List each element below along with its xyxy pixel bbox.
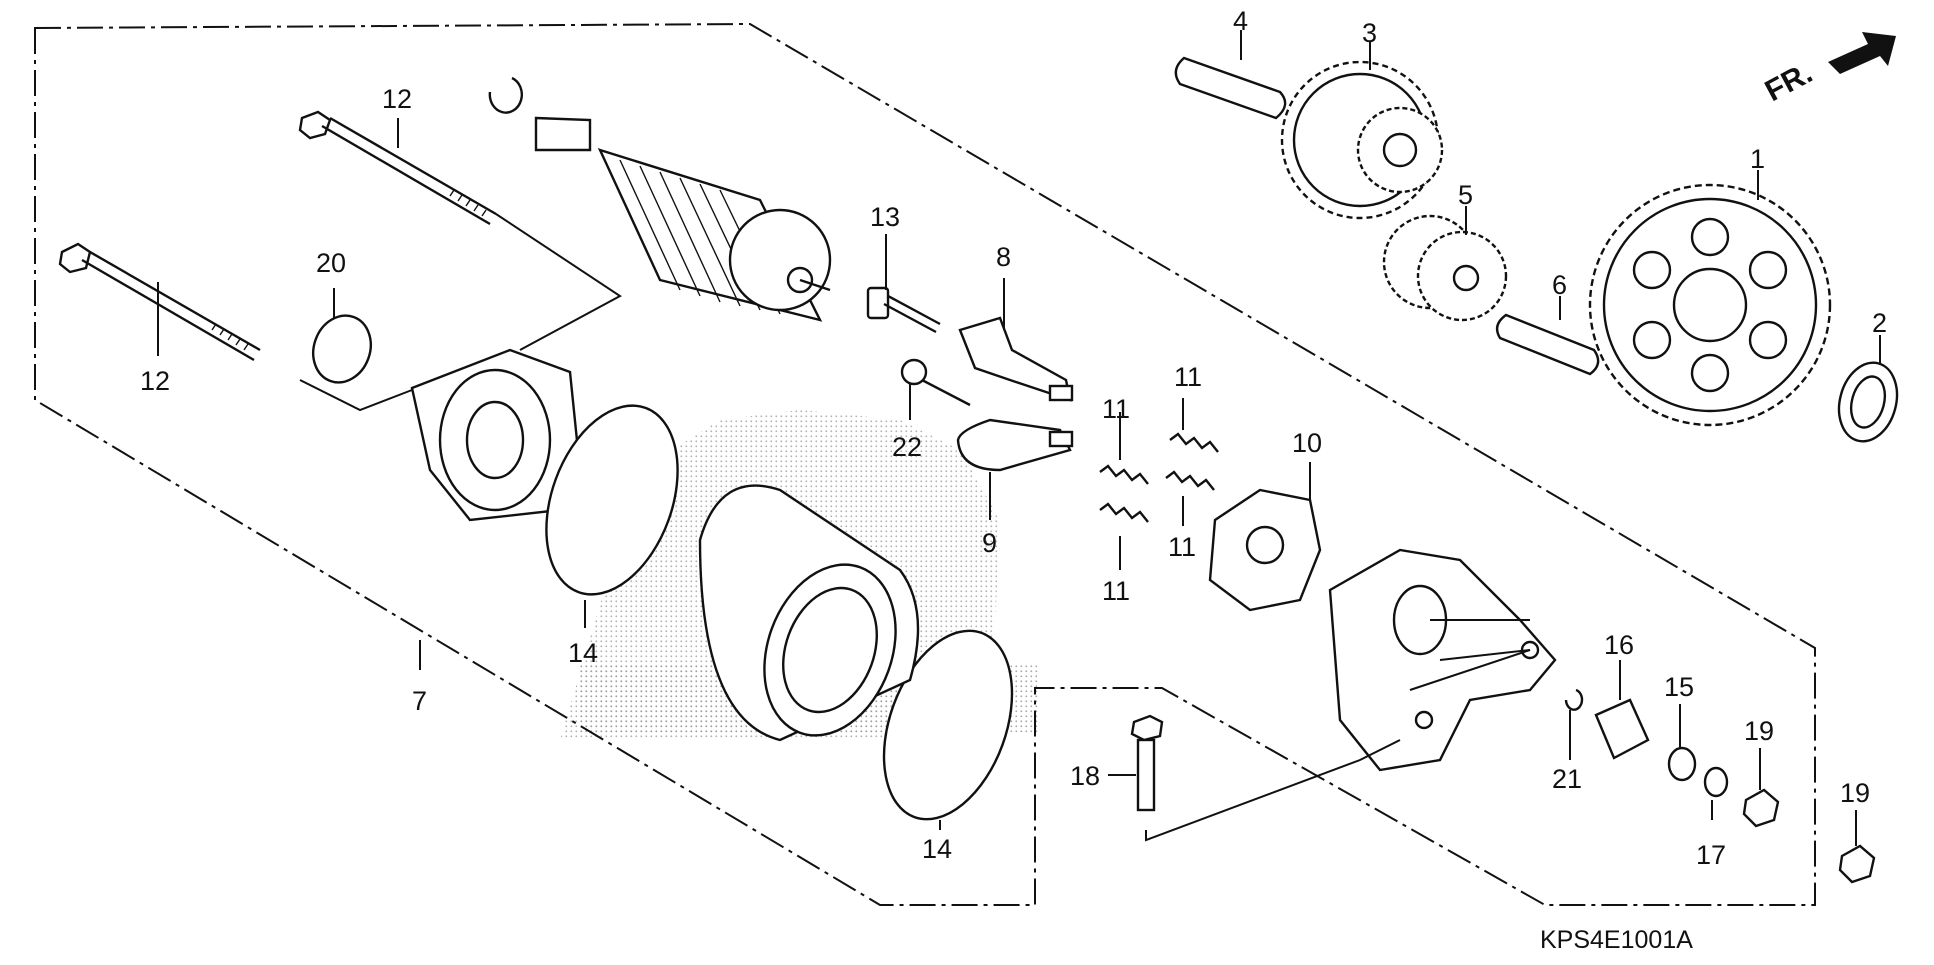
callout-7: 7 [412,686,427,716]
callout-6: 6 [1552,270,1567,300]
screw-part-22 [900,358,971,407]
insulator-part-16 [1594,698,1650,760]
snap-ring [488,76,524,114]
shaft-part-4 [1174,56,1287,120]
direction-label: FR. [1760,56,1818,108]
callout-5: 5 [1458,180,1473,210]
callout-18: 18 [1070,761,1100,791]
o-ring-part-20 [312,314,372,384]
callout-1: 1 [1750,144,1765,174]
washer-part-15 [1667,746,1697,782]
front-cover [410,348,582,522]
callout-11a: 11 [1174,362,1202,392]
leader-lines [157,30,1881,846]
callout-13: 13 [870,202,900,232]
callout-15: 15 [1664,672,1694,702]
o-ring-part-14-right [882,629,1014,821]
front-direction-indicator: FR. [1760,32,1896,108]
idle-gear-part-5 [1382,214,1508,322]
washer-part-17 [1703,766,1729,798]
callout-3: 3 [1362,18,1377,48]
callout-20: 20 [316,248,346,278]
bolt-part-12-upper [298,110,497,226]
callout-8: 8 [996,242,1011,272]
nut-part-19-upper [1742,788,1780,828]
callout-labels: 1 2 3 4 5 6 7 8 9 10 11 11 11 11 12 12 1… [140,6,1887,870]
callout-14a: 14 [568,638,598,668]
terminal-bolt-part-13 [866,286,941,334]
bolt-part-12-lower [58,242,261,362]
reduction-gear-part-3 [1280,60,1444,220]
callout-11c: 11 [1168,532,1196,562]
nut-part-19-lower [1838,844,1876,884]
callout-9: 9 [982,528,997,558]
starter-driven-gear-part-1 [1588,183,1832,427]
callout-14b: 14 [922,834,952,864]
callout-10: 10 [1292,428,1322,458]
callout-19b: 19 [1840,778,1870,808]
callout-11b: 11 [1102,394,1130,424]
callout-4: 4 [1233,6,1248,36]
brush-holder-part-8 [958,316,1074,402]
drawing-code: KPS4E1001A [1540,926,1693,954]
armature [534,116,832,322]
callout-16: 16 [1604,630,1634,660]
callout-11d: 11 [1102,576,1130,606]
callout-21: 21 [1552,764,1582,794]
washer-part-2 [1837,361,1899,443]
snap-ring-part-21 [1564,688,1584,711]
callout-17: 17 [1696,840,1726,870]
shaft-part-6 [1495,313,1600,376]
callout-12b: 12 [140,366,170,396]
starter-yoke [698,484,920,742]
callout-2: 2 [1872,308,1887,338]
brush-holder-part-9 [956,418,1074,472]
clutch-plate-part-10 [1208,488,1322,612]
callout-22: 22 [892,432,922,462]
spring-part-11-group [1099,432,1219,523]
callout-19a: 19 [1744,716,1774,746]
assembly-boundary-lines [34,22,1816,906]
o-ring-part-14-left [545,404,679,596]
bolt-part-18 [1130,714,1164,812]
callout-12a: 12 [382,84,412,114]
